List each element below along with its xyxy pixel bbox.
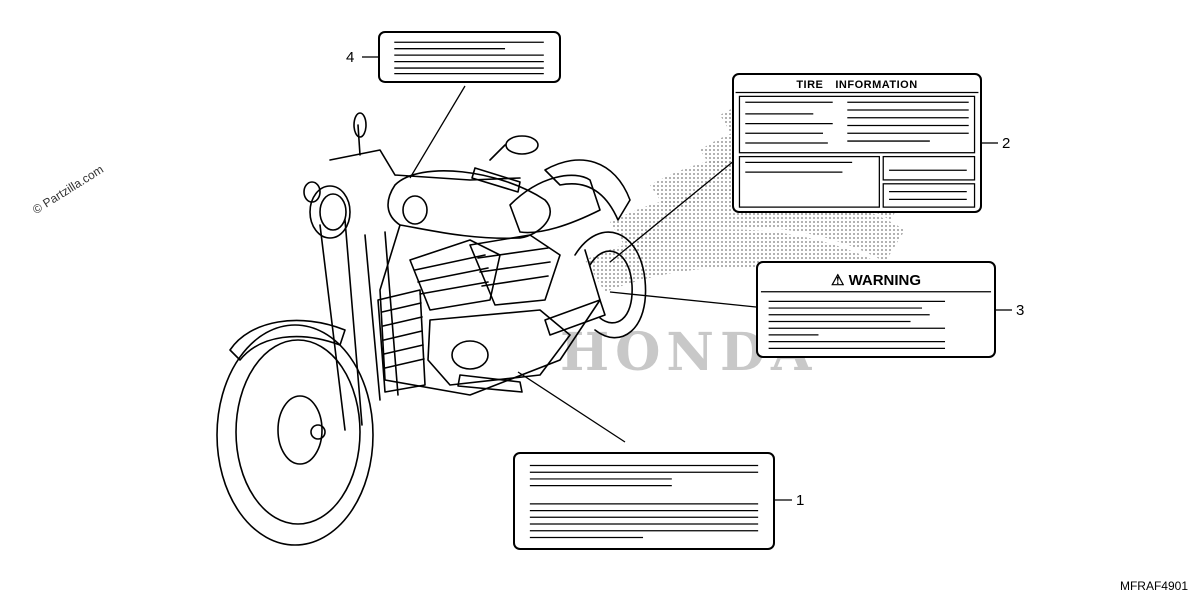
exhaust — [544, 299, 606, 336]
callout-4: 4 — [346, 49, 355, 66]
warning-triangle-icon: ⚠ — [830, 272, 845, 289]
callout-1: 1 — [796, 492, 805, 509]
rear-cylinder — [469, 234, 561, 306]
radiator — [377, 289, 426, 393]
left-turn-signal — [303, 181, 321, 203]
rear-fender — [544, 159, 631, 221]
leader-line-2 — [609, 159, 736, 263]
headlight — [309, 185, 351, 239]
right-grip — [471, 167, 521, 193]
engine-cover — [451, 340, 489, 370]
rear-tire — [574, 231, 647, 339]
front-hub — [310, 424, 326, 440]
seat — [509, 174, 601, 234]
handlebar — [329, 149, 521, 181]
diagram-code: MFRAF4901 — [1119, 579, 1188, 593]
leader-line-4 — [409, 85, 466, 179]
right-mirror — [505, 135, 539, 155]
leader-line-3 — [609, 291, 757, 308]
wing-feather-4 — [585, 229, 895, 302]
front-forks — [319, 219, 399, 431]
callout-2: 2 — [1002, 135, 1011, 152]
front-cylinder — [409, 239, 501, 311]
label-4 — [378, 31, 561, 83]
front-brake-disc — [277, 395, 323, 465]
warning-title: ⚠ WARNING — [830, 272, 922, 289]
callout-3: 3 — [1016, 302, 1025, 319]
leader-line-1 — [517, 371, 626, 443]
right-turn-signal — [402, 195, 428, 225]
front-tire — [216, 324, 374, 546]
crankcase — [427, 309, 571, 386]
fuel-tank — [387, 170, 551, 240]
cylinder-fins — [414, 247, 551, 295]
footpeg — [457, 374, 523, 393]
front-fender — [229, 319, 346, 361]
label-1 — [513, 452, 775, 550]
left-mirror — [353, 112, 367, 138]
front-rim — [235, 339, 361, 525]
warning-label: ⚠ WARNING — [756, 261, 996, 358]
